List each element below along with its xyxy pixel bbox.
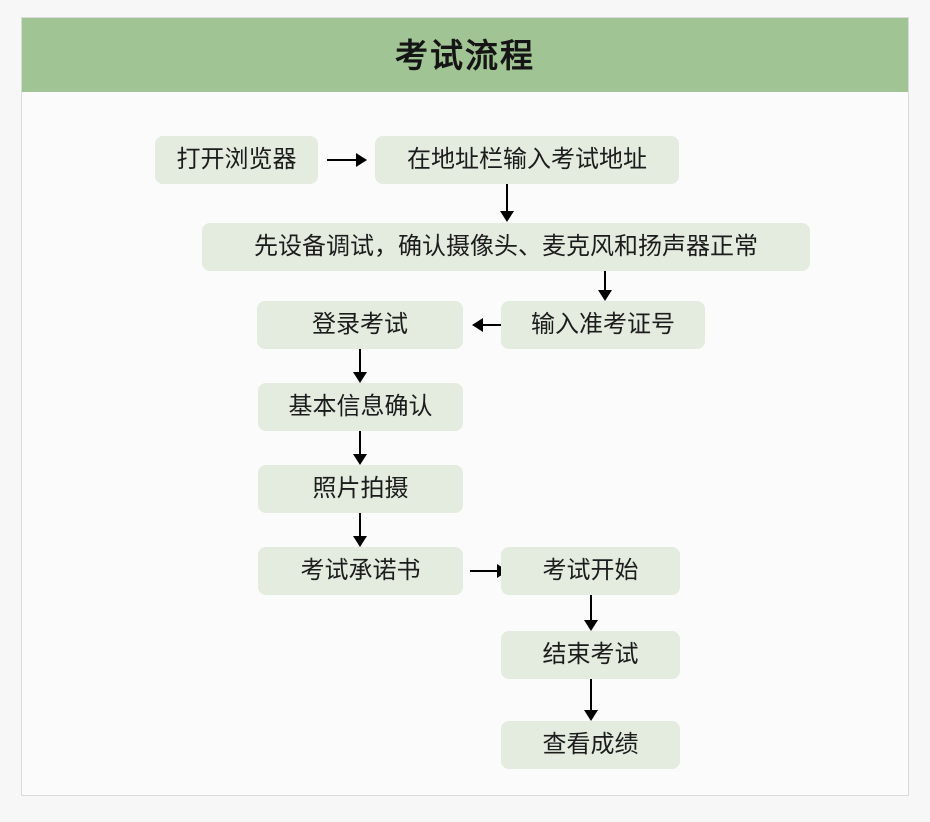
flow-node-open-browser[interactable]: 打开浏览器	[155, 136, 318, 184]
connector-device-check-to-enter-admission-no	[596, 271, 614, 301]
arrow-shaft	[590, 679, 592, 711]
connector-enter-exam-url-to-device-check	[498, 184, 516, 222]
flow-node-confirm-basic-info[interactable]: 基本信息确认	[258, 383, 463, 431]
flow-node-login-exam[interactable]: 登录考试	[257, 301, 463, 349]
flow-node-take-photo[interactable]: 照片拍摄	[258, 465, 463, 513]
connector-enter-admission-no-to-login-exam	[472, 318, 510, 332]
flow-node-enter-exam-url[interactable]: 在地址栏输入考试地址	[375, 136, 679, 184]
arrow-shaft	[359, 349, 361, 373]
arrow-shaft	[506, 184, 508, 212]
arrow-shaft	[359, 513, 361, 537]
arrow-head-left-icon	[472, 318, 483, 332]
arrow-head-down-icon	[584, 710, 598, 721]
page-title: 考试流程	[395, 36, 535, 74]
arrow-shaft	[604, 271, 606, 291]
connector-open-browser-to-enter-exam-url	[327, 153, 367, 167]
flow-node-exam-end[interactable]: 结束考试	[501, 631, 680, 679]
arrow-shaft	[470, 570, 498, 572]
arrow-head-down-icon	[353, 536, 367, 547]
flowchart-canvas: 打开浏览器 在地址栏输入考试地址 先设备调试，确认摄像头、麦克风和扬声器正常 登…	[22, 92, 908, 797]
card-header: 考试流程	[22, 18, 908, 92]
arrow-head-down-icon	[598, 290, 612, 301]
flow-node-exam-commitment[interactable]: 考试承诺书	[258, 547, 463, 595]
connector-confirm-basic-info-to-take-photo	[351, 431, 369, 465]
connector-exam-end-to-view-score	[582, 679, 600, 721]
flow-node-device-check[interactable]: 先设备调试，确认摄像头、麦克风和扬声器正常	[202, 223, 810, 271]
arrow-shaft	[590, 595, 592, 621]
arrow-shaft	[482, 324, 510, 326]
arrow-head-down-icon	[353, 454, 367, 465]
flowchart-card: 考试流程 打开浏览器 在地址栏输入考试地址 先设备调试，确认摄像头、麦克风和扬声…	[21, 17, 909, 796]
connector-take-photo-to-exam-commitment	[351, 513, 369, 547]
arrow-shaft	[359, 431, 361, 455]
arrow-head-down-icon	[584, 620, 598, 631]
flow-node-view-score[interactable]: 查看成绩	[501, 721, 680, 769]
arrow-shaft	[327, 159, 357, 161]
connector-exam-start-to-exam-end	[582, 595, 600, 631]
arrow-head-right-icon	[356, 153, 367, 167]
flow-node-exam-start[interactable]: 考试开始	[501, 547, 680, 595]
arrow-head-down-icon	[500, 211, 514, 222]
arrow-head-down-icon	[353, 372, 367, 383]
connector-login-exam-to-confirm-basic-info	[351, 349, 369, 383]
flow-node-enter-admission-no[interactable]: 输入准考证号	[501, 301, 705, 349]
